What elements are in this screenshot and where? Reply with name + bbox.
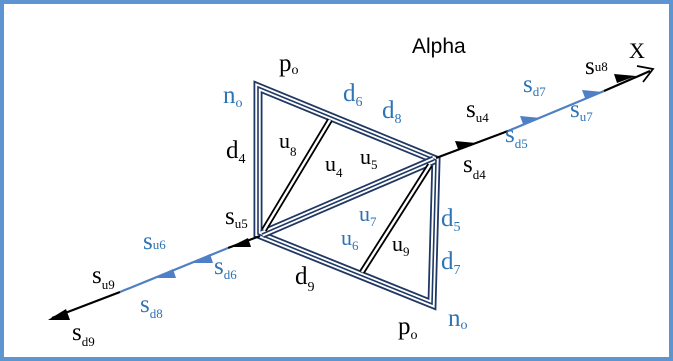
strut-upper bbox=[261, 118, 333, 232]
label-s-d9: sd9 bbox=[72, 319, 95, 349]
label-u8: u8 bbox=[279, 128, 297, 159]
arrow-s-d7 bbox=[520, 116, 541, 124]
label-s-u5: su5 bbox=[225, 203, 248, 231]
arrow-s-u7 bbox=[582, 90, 603, 98]
arrow-s-d9 bbox=[48, 309, 70, 320]
label-s-d8: sd8 bbox=[140, 291, 163, 321]
label-s-u6: su6 bbox=[143, 228, 166, 255]
label-s-u9: su9 bbox=[92, 262, 115, 292]
label-s-d4: sd4 bbox=[463, 151, 486, 182]
label-s-u7: su7 bbox=[570, 96, 593, 124]
arrow-s-u5 bbox=[230, 238, 251, 247]
label-u9: u9 bbox=[392, 231, 410, 259]
arrow-s-d8 bbox=[155, 269, 176, 278]
label-d8: d8 bbox=[382, 97, 402, 127]
diagram-title: Alpha bbox=[412, 35, 466, 58]
label-d5: d5 bbox=[441, 205, 461, 235]
x-axis-arrowhead-icon bbox=[636, 65, 655, 83]
label-p-top: po bbox=[279, 50, 299, 78]
label-s-d6: sd6 bbox=[214, 253, 237, 282]
diagonal-member bbox=[260, 155, 436, 239]
label-d6: d6 bbox=[343, 80, 363, 110]
arrow-s-d6 bbox=[192, 254, 213, 263]
label-d9: d9 bbox=[295, 263, 315, 295]
label-n-top: no bbox=[223, 82, 243, 111]
strut-lower bbox=[359, 163, 433, 274]
label-s-d5: sd5 bbox=[505, 121, 528, 151]
label-n-bottom: no bbox=[448, 305, 468, 333]
label-u5: u5 bbox=[360, 144, 378, 172]
x-axis-label: X bbox=[629, 38, 645, 63]
label-d7: d7 bbox=[441, 248, 461, 278]
label-s-d7: sd7 bbox=[523, 71, 546, 99]
label-p-bottom: po bbox=[398, 313, 418, 343]
label-u6: u6 bbox=[341, 225, 359, 253]
outer-frame bbox=[253, 80, 441, 311]
arrow-s-u4 bbox=[455, 141, 476, 149]
label-s-u4: su4 bbox=[466, 96, 489, 125]
label-u7: u7 bbox=[359, 201, 377, 229]
arrow-s-u8 bbox=[614, 74, 636, 83]
axis-right bbox=[435, 65, 655, 160]
label-u4: u4 bbox=[325, 151, 343, 180]
label-s-u8: su8 bbox=[585, 53, 608, 80]
label-d4: d4 bbox=[226, 137, 246, 167]
